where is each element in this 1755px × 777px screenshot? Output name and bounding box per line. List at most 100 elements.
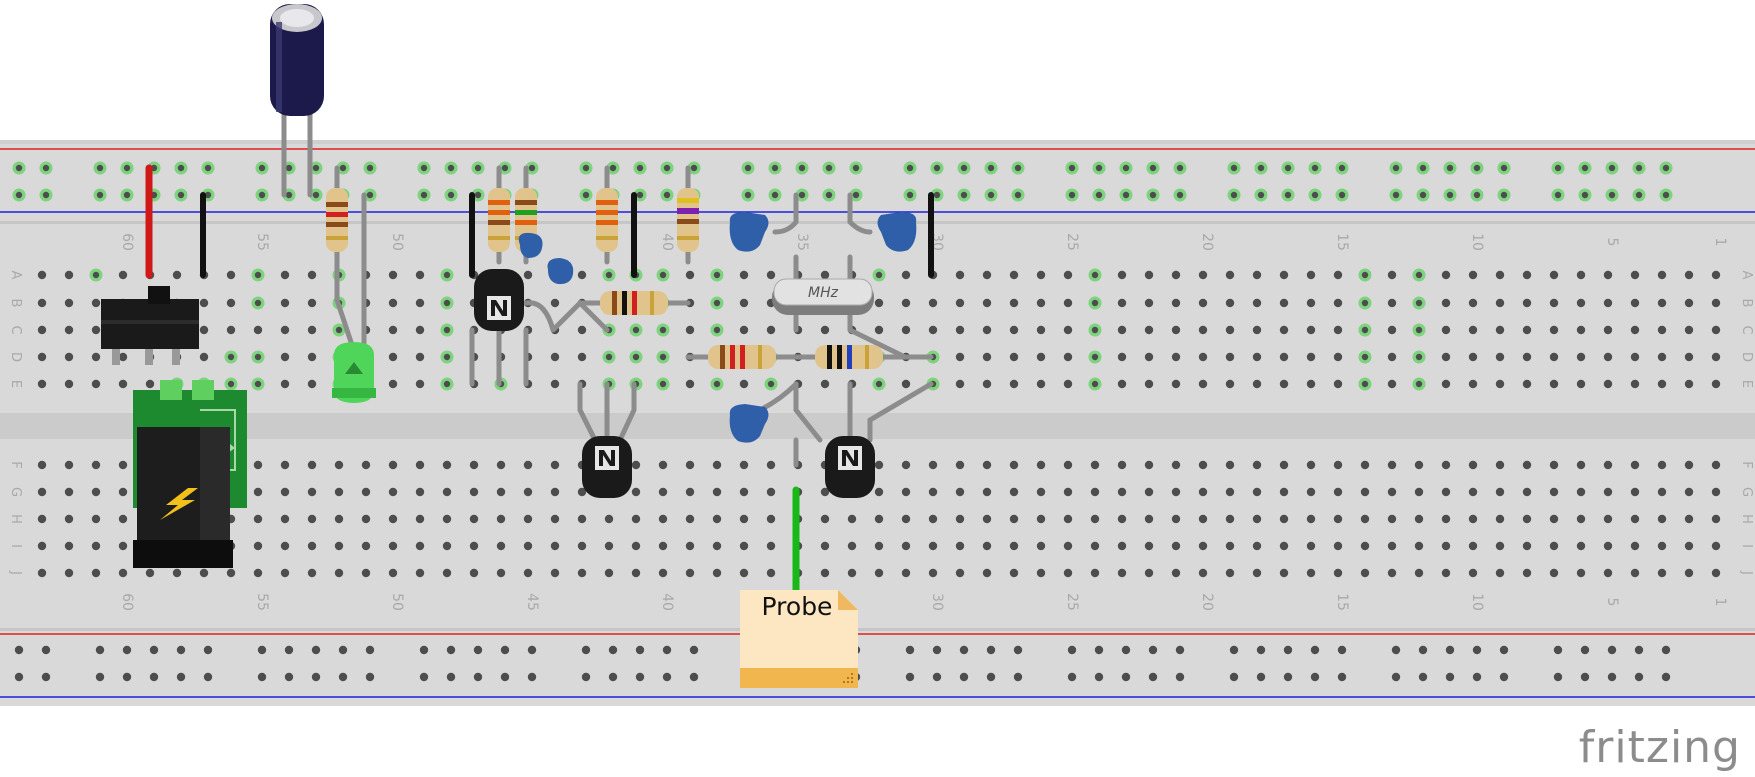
breadboard-hole[interactable] [1171, 352, 1181, 362]
breadboard-hole[interactable] [64, 352, 74, 362]
breadboard-hole[interactable] [1441, 460, 1451, 470]
breadboard-hole[interactable] [1279, 568, 1289, 578]
breadboard-hole[interactable] [1036, 270, 1046, 280]
breadboard-hole[interactable] [307, 460, 317, 470]
rail-hole[interactable] [1607, 672, 1617, 682]
breadboard-hole[interactable] [1009, 298, 1019, 308]
breadboard-hole[interactable] [1252, 379, 1262, 389]
breadboard-hole[interactable] [1468, 460, 1478, 470]
breadboard-hole[interactable] [712, 460, 722, 470]
breadboard-hole[interactable] [766, 541, 776, 551]
rail-hole[interactable] [41, 645, 51, 655]
breadboard-hole[interactable] [1360, 568, 1370, 578]
breadboard-hole[interactable] [1252, 270, 1262, 280]
breadboard-hole[interactable] [1144, 568, 1154, 578]
breadboard-hole[interactable] [388, 514, 398, 524]
breadboard-hole[interactable] [1279, 514, 1289, 524]
breadboard-hole[interactable] [1630, 541, 1640, 551]
breadboard-hole[interactable] [1576, 298, 1586, 308]
breadboard-hole[interactable] [1306, 270, 1316, 280]
breadboard-hole[interactable] [1171, 568, 1181, 578]
breadboard-hole[interactable] [1711, 379, 1721, 389]
breadboard-hole[interactable] [118, 270, 128, 280]
rail-hole[interactable] [689, 645, 699, 655]
breadboard-hole[interactable] [982, 325, 992, 335]
breadboard-hole[interactable] [955, 352, 965, 362]
breadboard-hole[interactable] [1630, 487, 1640, 497]
breadboard-hole[interactable] [604, 514, 614, 524]
breadboard-hole[interactable] [1225, 568, 1235, 578]
breadboard-hole[interactable] [1306, 298, 1316, 308]
breadboard-hole[interactable] [766, 270, 776, 280]
breadboard-hole[interactable] [550, 379, 560, 389]
breadboard-hole[interactable] [415, 270, 425, 280]
breadboard-hole[interactable] [1090, 487, 1100, 497]
rail-hole[interactable] [986, 672, 996, 682]
breadboard-hole[interactable] [1414, 460, 1424, 470]
breadboard-hole[interactable] [1225, 379, 1235, 389]
rail-hole[interactable] [1229, 645, 1239, 655]
breadboard-hole[interactable] [1117, 541, 1127, 551]
breadboard-hole[interactable] [955, 460, 965, 470]
rail-hole[interactable] [1634, 645, 1644, 655]
breadboard-hole[interactable] [1468, 379, 1478, 389]
breadboard-hole[interactable] [1711, 460, 1721, 470]
breadboard-hole[interactable] [226, 270, 236, 280]
breadboard-hole[interactable] [280, 379, 290, 389]
breadboard-hole[interactable] [415, 298, 425, 308]
breadboard-hole[interactable] [1441, 379, 1451, 389]
breadboard-hole[interactable] [550, 487, 560, 497]
rail-hole[interactable] [1094, 645, 1104, 655]
breadboard-hole[interactable] [145, 379, 155, 389]
breadboard-hole[interactable] [172, 568, 182, 578]
rail-hole[interactable] [1580, 645, 1590, 655]
breadboard-hole[interactable] [1225, 487, 1235, 497]
breadboard-hole[interactable] [1414, 541, 1424, 551]
breadboard-hole[interactable] [1603, 487, 1613, 497]
breadboard-hole[interactable] [280, 487, 290, 497]
breadboard-hole[interactable] [253, 460, 263, 470]
breadboard-hole[interactable] [820, 514, 830, 524]
rail-hole[interactable] [608, 672, 618, 682]
breadboard-hole[interactable] [37, 541, 47, 551]
breadboard-hole[interactable] [1657, 379, 1667, 389]
breadboard-hole[interactable] [1630, 325, 1640, 335]
breadboard-hole[interactable] [1306, 514, 1316, 524]
breadboard-hole[interactable] [145, 568, 155, 578]
breadboard-hole[interactable] [1036, 460, 1046, 470]
breadboard-hole[interactable] [64, 379, 74, 389]
breadboard-hole[interactable] [64, 514, 74, 524]
rail-hole[interactable] [959, 645, 969, 655]
breadboard-hole[interactable] [1063, 298, 1073, 308]
breadboard-hole[interactable] [874, 460, 884, 470]
breadboard-hole[interactable] [253, 514, 263, 524]
breadboard-hole[interactable] [739, 568, 749, 578]
rail-hole[interactable] [500, 645, 510, 655]
breadboard-hole[interactable] [1063, 487, 1073, 497]
breadboard-hole[interactable] [577, 568, 587, 578]
rail-hole[interactable] [689, 672, 699, 682]
breadboard-hole[interactable] [1333, 325, 1343, 335]
rail-hole[interactable] [608, 645, 618, 655]
breadboard-hole[interactable] [388, 541, 398, 551]
rail-hole[interactable] [959, 672, 969, 682]
breadboard-hole[interactable] [1171, 514, 1181, 524]
breadboard-hole[interactable] [901, 487, 911, 497]
breadboard-hole[interactable] [1144, 270, 1154, 280]
breadboard-hole[interactable] [1333, 352, 1343, 362]
breadboard-hole[interactable] [523, 460, 533, 470]
breadboard-hole[interactable] [1711, 325, 1721, 335]
rail-hole[interactable] [527, 645, 537, 655]
breadboard-hole[interactable] [928, 514, 938, 524]
breadboard-hole[interactable] [307, 379, 317, 389]
rail-hole[interactable] [446, 672, 456, 682]
breadboard-hole[interactable] [1711, 541, 1721, 551]
breadboard-hole[interactable] [1171, 379, 1181, 389]
breadboard-hole[interactable] [1414, 487, 1424, 497]
breadboard-hole[interactable] [955, 270, 965, 280]
rail-hole[interactable] [1283, 672, 1293, 682]
breadboard-hole[interactable] [307, 541, 317, 551]
breadboard-hole[interactable] [1576, 487, 1586, 497]
breadboard-hole[interactable] [361, 460, 371, 470]
breadboard-hole[interactable] [1144, 352, 1154, 362]
